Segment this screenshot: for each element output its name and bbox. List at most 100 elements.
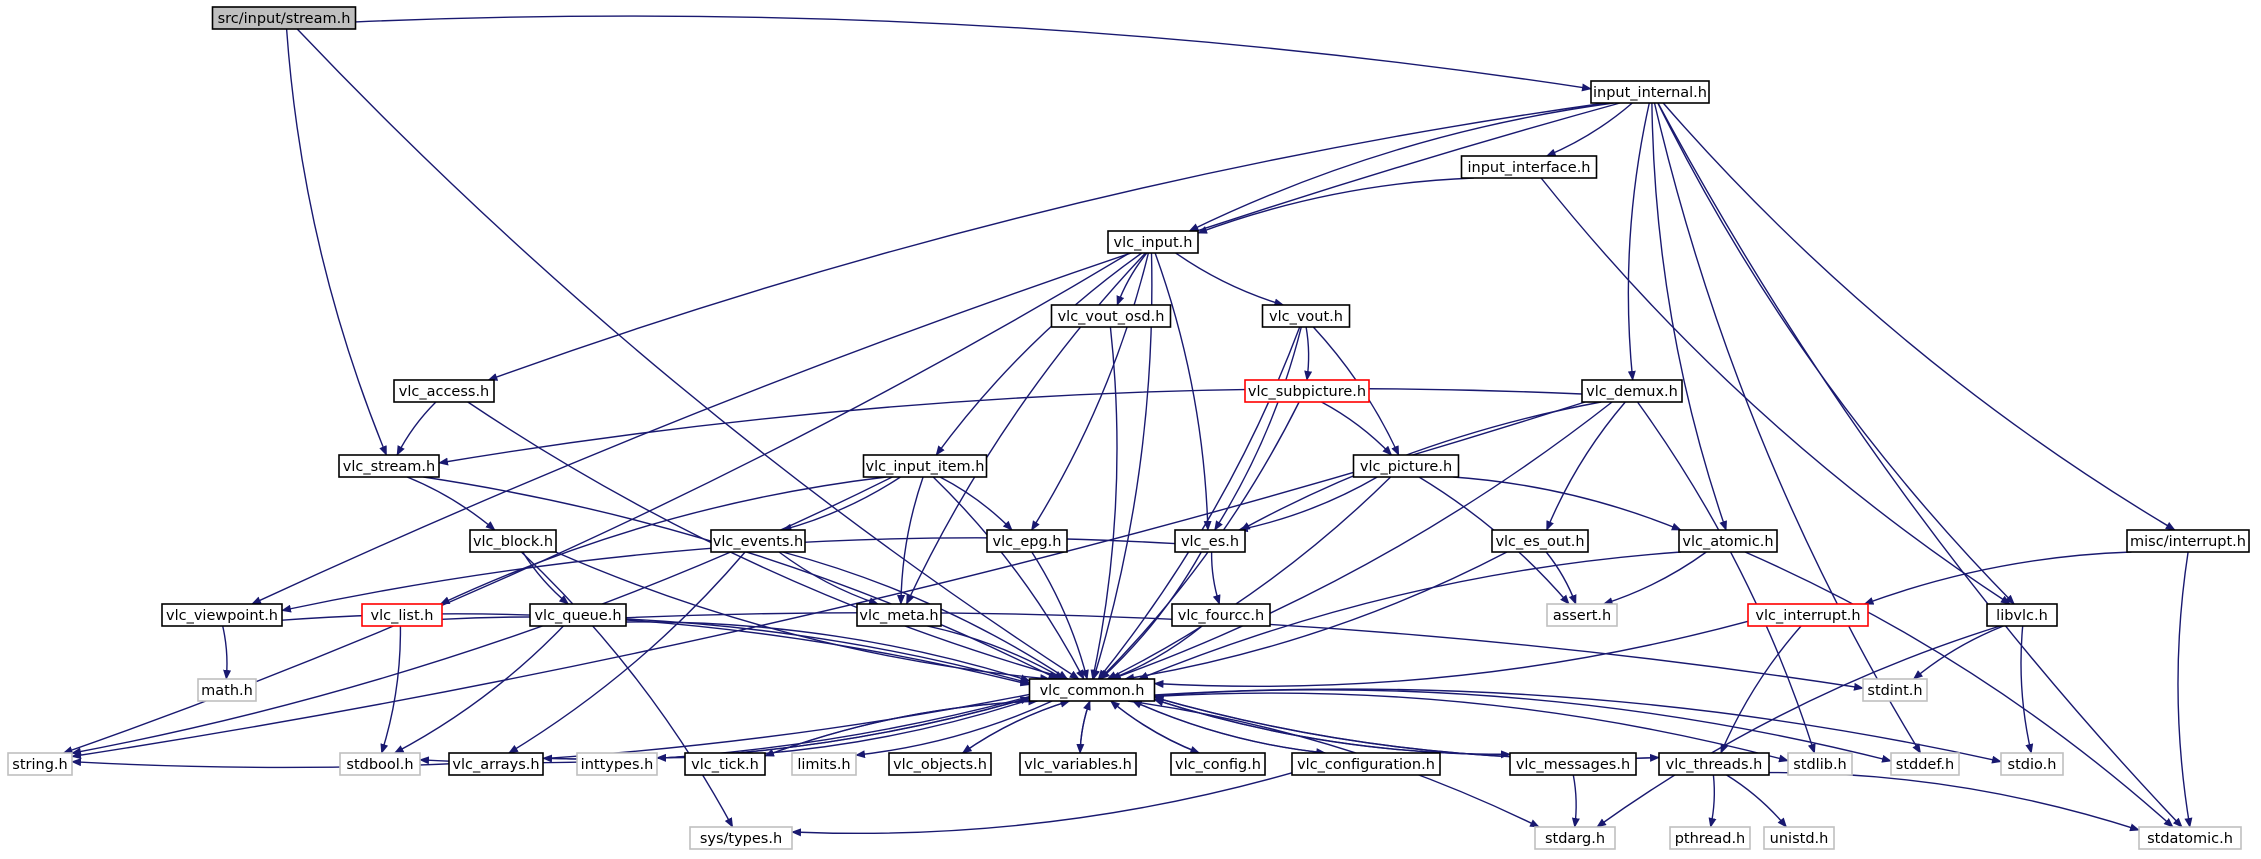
node-label: stdbool.h <box>346 757 413 773</box>
node-label: math.h <box>201 683 253 699</box>
node-label: vlc_queue.h <box>534 608 621 624</box>
node-box <box>862 454 988 478</box>
node-input-internal[interactable]: input_internal.h <box>1590 80 1710 104</box>
node-vlc-queue[interactable]: vlc_queue.h <box>529 603 627 627</box>
node-box <box>338 454 440 478</box>
edge-input_internal-to-input_interface <box>1545 102 1633 157</box>
edge-vlc_picture-to-vlc_es <box>1237 476 1378 533</box>
node-vlc-threads[interactable]: vlc_threads.h <box>1658 752 1770 776</box>
node-math[interactable]: math.h <box>197 678 257 702</box>
node-vlc-arrays[interactable]: vlc_arrays.h <box>448 752 544 776</box>
node-libvlc[interactable]: libvlc.h <box>1986 603 2058 627</box>
node-vlc-block[interactable]: vlc_block.h <box>469 529 557 553</box>
node-box <box>1291 752 1441 776</box>
node-vlc-es[interactable]: vlc_es.h <box>1174 529 1246 553</box>
node-vlc-meta[interactable]: vlc_meta.h <box>856 603 942 627</box>
node-inttypes[interactable]: inttypes.h <box>576 752 658 776</box>
node-box <box>529 603 627 627</box>
edge-vlc_common-to-stdio <box>1154 688 2002 764</box>
node-stream[interactable]: src/input/stream.h <box>211 6 357 30</box>
edge-stream-to-input_internal <box>355 15 1592 92</box>
node-vlc-epg[interactable]: vlc_epg.h <box>986 529 1068 553</box>
node-box <box>1669 826 1751 850</box>
edge-vlc_vout-to-vlc_common <box>1097 326 1301 680</box>
node-vlc-list[interactable]: vlc_list.h <box>361 603 443 627</box>
edge-vlc_input-to-vlc_vout <box>1175 252 1285 307</box>
node-box <box>1171 603 1271 627</box>
edge-vlc_common-to-stdlib <box>1154 692 1789 763</box>
node-box <box>1890 752 1960 776</box>
node-label: assert.h <box>1553 608 1611 624</box>
node-vlc-es-out[interactable]: vlc_es_out.h <box>1491 529 1589 553</box>
edge-vlc_common-to-inttypes <box>656 699 1030 762</box>
node-sys-types[interactable]: sys/types.h <box>689 826 793 850</box>
node-input-interface[interactable]: input_interface.h <box>1460 155 1598 179</box>
node-label: vlc_block.h <box>473 534 553 550</box>
node-box <box>1678 529 1778 553</box>
node-assert[interactable]: assert.h <box>1546 603 1618 627</box>
edges-layer <box>62 15 2193 837</box>
node-vlc-input-item[interactable]: vlc_input_item.h <box>862 454 988 478</box>
node-box <box>1352 454 1460 478</box>
node-stddef[interactable]: stddef.h <box>1890 752 1960 776</box>
edge-vlc_picture-to-vlc_atomic <box>1453 476 1682 531</box>
node-vlc-events[interactable]: vlc_events.h <box>710 529 806 553</box>
node-box <box>339 752 421 776</box>
edge-vlc_demux-to-vlc_stream <box>438 387 1583 466</box>
edge-vlc_threads-to-pthread <box>1708 774 1717 828</box>
node-vlc-tick[interactable]: vlc_tick.h <box>684 752 766 776</box>
node-unistd[interactable]: unistd.h <box>1763 826 1835 850</box>
node-stdbool[interactable]: stdbool.h <box>339 752 421 776</box>
node-misc-interrupt[interactable]: misc/interrupt.h <box>2126 529 2250 553</box>
node-vlc-subpicture[interactable]: vlc_subpicture.h <box>1244 379 1370 403</box>
node-vlc-demux[interactable]: vlc_demux.h <box>1581 379 1683 403</box>
node-stdio[interactable]: stdio.h <box>2000 752 2064 776</box>
node-box <box>1787 752 1853 776</box>
node-box <box>1491 529 1589 553</box>
node-vlc-configuration[interactable]: vlc_configuration.h <box>1291 752 1441 776</box>
node-vlc-objects[interactable]: vlc_objects.h <box>888 752 992 776</box>
node-vlc-messages[interactable]: vlc_messages.h <box>1509 752 1637 776</box>
node-vlc-interrupt[interactable]: vlc_interrupt.h <box>1747 603 1869 627</box>
node-stdlib[interactable]: stdlib.h <box>1787 752 1853 776</box>
node-string[interactable]: string.h <box>7 752 73 776</box>
node-stdarg[interactable]: stdarg.h <box>1534 826 1616 850</box>
edge-misc_interrupt-to-vlc_interrupt <box>1863 551 2132 605</box>
node-box <box>986 529 1068 553</box>
node-stdint[interactable]: stdint.h <box>1862 678 1928 702</box>
node-box <box>393 379 495 403</box>
node-vlc-picture[interactable]: vlc_picture.h <box>1352 454 1460 478</box>
edge-vlc_es-to-vlc_common <box>1099 551 1202 680</box>
node-box <box>1986 603 2058 627</box>
node-vlc-variables[interactable]: vlc_variables.h <box>1019 752 1137 776</box>
node-box <box>1534 826 1616 850</box>
node-label: vlc_list.h <box>371 608 434 624</box>
node-limits[interactable]: limits.h <box>791 752 857 776</box>
node-vlc-common[interactable]: vlc_common.h <box>1028 678 1156 702</box>
node-label: unistd.h <box>1770 831 1829 847</box>
node-vlc-vout[interactable]: vlc_vout.h <box>1261 304 1351 328</box>
node-box <box>448 752 544 776</box>
node-vlc-stream[interactable]: vlc_stream.h <box>338 454 440 478</box>
node-vlc-atomic[interactable]: vlc_atomic.h <box>1678 529 1778 553</box>
node-box <box>888 752 992 776</box>
edge-vlc_vout-to-vlc_es <box>1214 326 1302 531</box>
node-vlc-fourcc[interactable]: vlc_fourcc.h <box>1171 603 1271 627</box>
node-stdatomic[interactable]: stdatomic.h <box>2138 826 2242 850</box>
edge-vlc_configuration-to-sys_types <box>791 772 1293 837</box>
node-vlc-viewpoint[interactable]: vlc_viewpoint.h <box>161 603 283 627</box>
node-label: vlc_variables.h <box>1024 757 1132 773</box>
node-pthread[interactable]: pthread.h <box>1669 826 1751 850</box>
node-vlc-access[interactable]: vlc_access.h <box>393 379 495 403</box>
node-box <box>1170 752 1266 776</box>
node-vlc-config[interactable]: vlc_config.h <box>1170 752 1266 776</box>
edge-vlc_input-to-vlc_input_item <box>935 252 1143 456</box>
node-vlc-vout-osd[interactable]: vlc_vout_osd.h <box>1050 304 1172 328</box>
nodes-layer: src/input/stream.h input_internal.h input_… <box>7 6 2250 850</box>
node-box <box>1460 155 1598 179</box>
node-box <box>197 678 257 702</box>
node-vlc-input[interactable]: vlc_input.h <box>1107 230 1199 254</box>
edge-vlc_es_out-to-vlc_common <box>1124 551 1508 682</box>
node-label: vlc_threads.h <box>1666 757 1763 773</box>
